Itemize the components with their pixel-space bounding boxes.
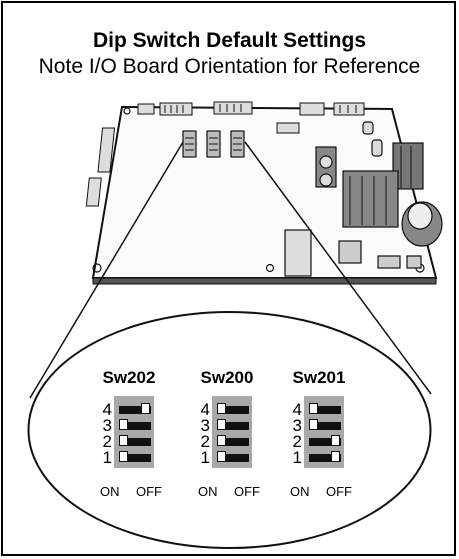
off-label: OFF — [234, 484, 260, 499]
off-label: OFF — [136, 484, 162, 499]
switch-name: Sw202 — [102, 368, 156, 387]
dip-switch-body — [114, 396, 154, 468]
position-number: 2 — [102, 432, 112, 451]
switch-slot — [119, 435, 151, 446]
switch-slot — [119, 419, 151, 430]
switch-toggle — [217, 451, 226, 462]
switch-slot — [119, 451, 151, 462]
switch-slot — [217, 403, 249, 414]
position-number: 4 — [292, 400, 302, 419]
switch-toggle — [331, 435, 340, 446]
switch-slot — [119, 403, 151, 414]
switch-toggle — [331, 451, 340, 462]
switch-toggle — [119, 451, 128, 462]
position-number: 4 — [102, 400, 112, 419]
on-label: ON — [100, 484, 120, 499]
switch-slot — [217, 435, 249, 446]
dip-switch-body — [304, 396, 344, 468]
switch-slot — [309, 403, 341, 414]
position-number: 4 — [200, 400, 210, 419]
switch-slot — [309, 435, 341, 446]
position-number: 1 — [292, 448, 302, 467]
dip-switch-body — [212, 396, 252, 468]
switch-toggle — [309, 403, 318, 414]
switch-name: Sw201 — [292, 368, 346, 387]
callout-ellipse — [27, 311, 432, 549]
switch-toggle — [119, 435, 128, 446]
switch-toggle — [217, 403, 226, 414]
switch-slot — [217, 419, 249, 430]
switch-slot — [309, 419, 341, 430]
off-label: OFF — [326, 484, 352, 499]
switch-toggle — [217, 419, 226, 430]
switch-slot — [309, 451, 341, 462]
position-number: 2 — [292, 432, 302, 451]
on-label: ON — [198, 484, 218, 499]
switch-name: Sw200 — [200, 368, 254, 387]
on-label: ON — [290, 484, 310, 499]
diagram-title: Dip Switch Default Settings — [92, 29, 367, 52]
position-number: 1 — [102, 448, 112, 467]
switch-toggle — [141, 403, 150, 414]
position-number: 3 — [200, 416, 210, 435]
diagram-subtitle: Note I/O Board Orientation for Reference — [38, 55, 421, 78]
position-number: 1 — [200, 448, 210, 467]
position-number: 3 — [102, 416, 112, 435]
position-number: 3 — [292, 416, 302, 435]
switch-toggle — [119, 419, 128, 430]
switch-toggle — [217, 435, 226, 446]
switch-toggle — [309, 419, 318, 430]
position-number: 2 — [200, 432, 210, 451]
switch-slot — [217, 451, 249, 462]
